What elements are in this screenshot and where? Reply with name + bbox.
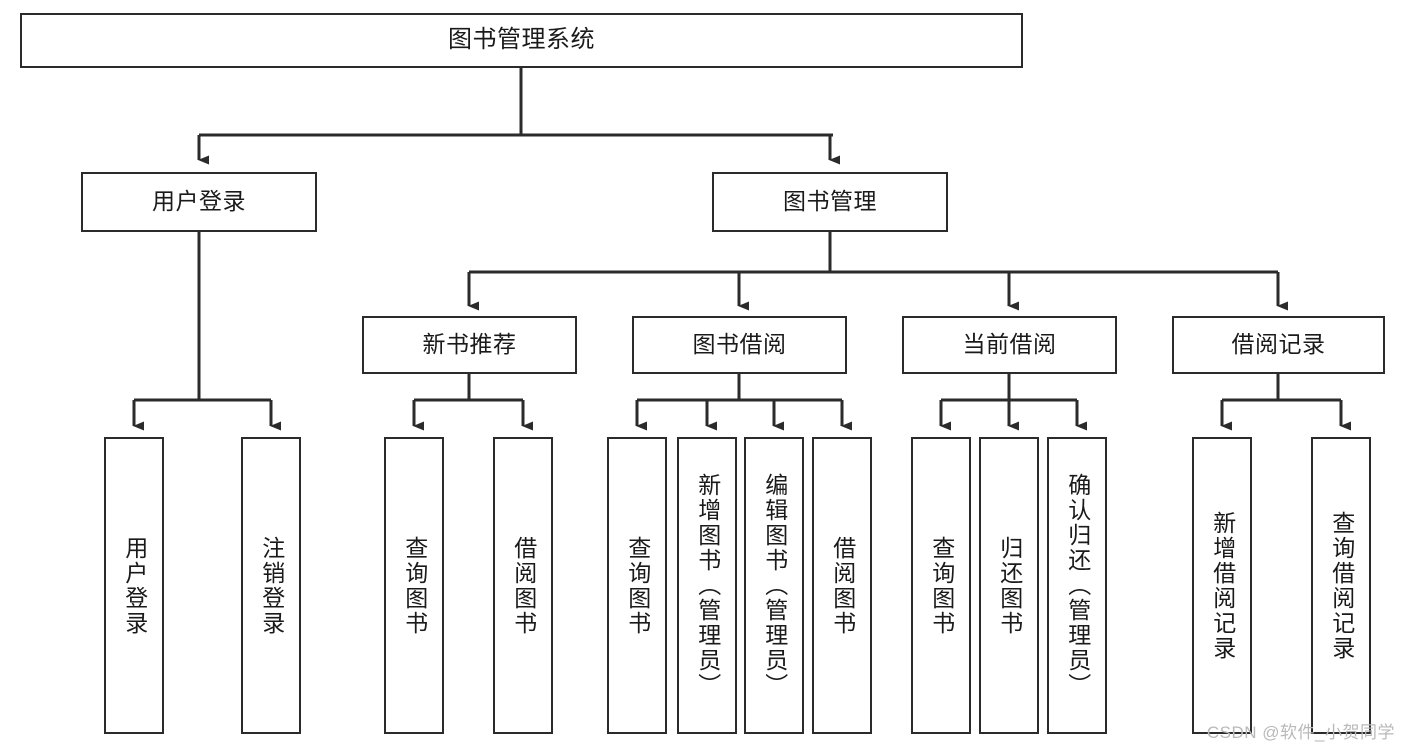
node-leaf-confirm-return-label: 确认归还（管理员） [1064,473,1091,698]
node-book-manage[interactable]: 图书管理 [712,172,948,232]
node-leaf-user-login[interactable]: 用户登录 [104,437,164,734]
node-root-label: 图书管理系统 [448,26,595,54]
node-root-system[interactable]: 图书管理系统 [20,13,1023,68]
node-leaf-query-book-1[interactable]: 查询图书 [384,437,444,734]
node-leaf-return-book[interactable]: 归还图书 [979,437,1039,734]
node-leaf-query-record-label: 查询借阅记录 [1328,510,1355,661]
node-leaf-edit-book[interactable]: 编辑图书（管理员） [744,437,804,734]
node-book-borrow-label: 图书借阅 [692,331,787,358]
node-leaf-logout-label: 注销登录 [258,535,285,636]
node-book-borrow[interactable]: 图书借阅 [632,316,847,374]
node-leaf-borrow-book-1-label: 借阅图书 [510,535,537,636]
node-leaf-edit-book-label: 编辑图书（管理员） [761,473,788,698]
watermark-text: CSDN @软件_小贺同学 [1206,723,1395,742]
node-leaf-add-record-label: 新增借阅记录 [1209,510,1236,661]
node-leaf-query-record[interactable]: 查询借阅记录 [1311,437,1371,734]
node-current-borrow-label: 当前借阅 [962,331,1057,358]
node-leaf-query-book-1-label: 查询图书 [401,535,428,636]
node-leaf-query-book-3-label: 查询图书 [928,535,955,636]
node-new-book-recommend[interactable]: 新书推荐 [362,316,577,374]
node-current-borrow[interactable]: 当前借阅 [902,316,1117,374]
node-borrow-record[interactable]: 借阅记录 [1172,316,1385,374]
node-new-book-recommend-label: 新书推荐 [422,331,517,358]
node-leaf-query-book-2-label: 查询图书 [624,535,651,636]
node-leaf-logout[interactable]: 注销登录 [241,437,301,734]
node-user-login[interactable]: 用户登录 [81,172,317,232]
node-leaf-borrow-book-1[interactable]: 借阅图书 [493,437,553,734]
node-borrow-record-label: 借阅记录 [1231,331,1326,358]
node-leaf-confirm-return[interactable]: 确认归还（管理员） [1047,437,1107,734]
node-leaf-add-record[interactable]: 新增借阅记录 [1192,437,1252,734]
node-leaf-return-book-label: 归还图书 [996,535,1023,636]
node-leaf-query-book-3[interactable]: 查询图书 [911,437,971,734]
node-leaf-add-book[interactable]: 新增图书（管理员） [677,437,737,734]
node-leaf-add-book-label: 新增图书（管理员） [694,473,721,698]
node-leaf-user-login-label: 用户登录 [121,535,148,636]
node-book-manage-label: 图书管理 [783,188,877,215]
node-user-login-label: 用户登录 [152,188,246,215]
node-leaf-borrow-book-2-label: 借阅图书 [829,535,856,636]
node-leaf-borrow-book-2[interactable]: 借阅图书 [812,437,872,734]
node-leaf-query-book-2[interactable]: 查询图书 [607,437,667,734]
